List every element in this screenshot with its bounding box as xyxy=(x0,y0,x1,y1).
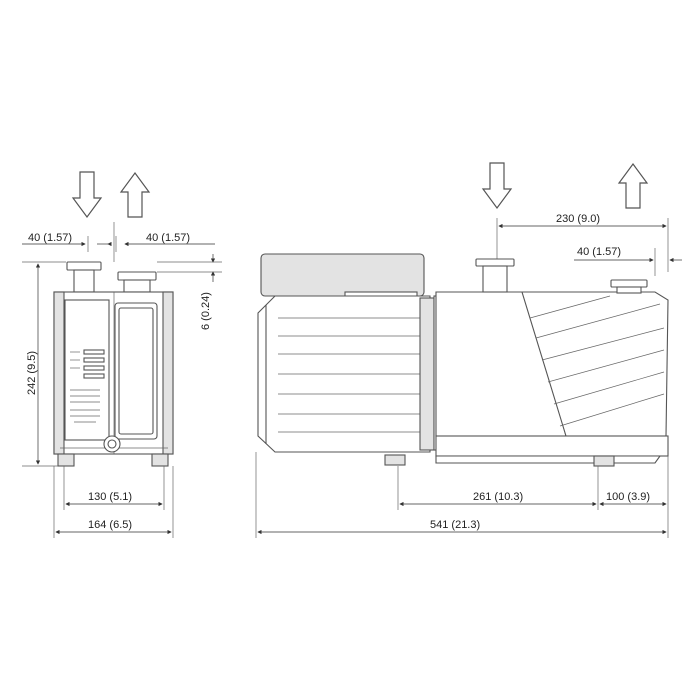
side-outlet-offset-label: 40 (1.57) xyxy=(577,246,621,258)
foot-length-label: 261 (10.3) xyxy=(473,491,523,503)
rear-offset-label: 100 (3.9) xyxy=(606,491,650,503)
height-label: 242 (9.5) xyxy=(26,351,38,395)
width-label: 164 (6.5) xyxy=(88,519,132,531)
pump-cooling-fins xyxy=(529,295,665,427)
side-outlet-arrow-icon xyxy=(617,162,649,209)
front-inlet-arrow-icon xyxy=(71,171,103,219)
front-view: 40 (1.57) 40 (1.57) xyxy=(22,171,222,538)
side-view: 230 (9.0) 40 (1.57) xyxy=(255,162,682,538)
foot-spacing-label: 130 (5.1) xyxy=(88,491,132,503)
front-inlet-offset-label: 40 (1.57) xyxy=(28,232,72,244)
side-inlet-arrow-icon xyxy=(481,162,513,210)
front-outlet-offset-label: 40 (1.57) xyxy=(146,232,190,244)
side-port-spacing-label: 230 (9.0) xyxy=(556,213,600,225)
length-label: 541 (21.3) xyxy=(430,519,480,531)
front-outlet-arrow-icon xyxy=(119,171,151,218)
motor-fins xyxy=(278,317,428,433)
port-height-label: 6 (0.24) xyxy=(200,292,212,330)
